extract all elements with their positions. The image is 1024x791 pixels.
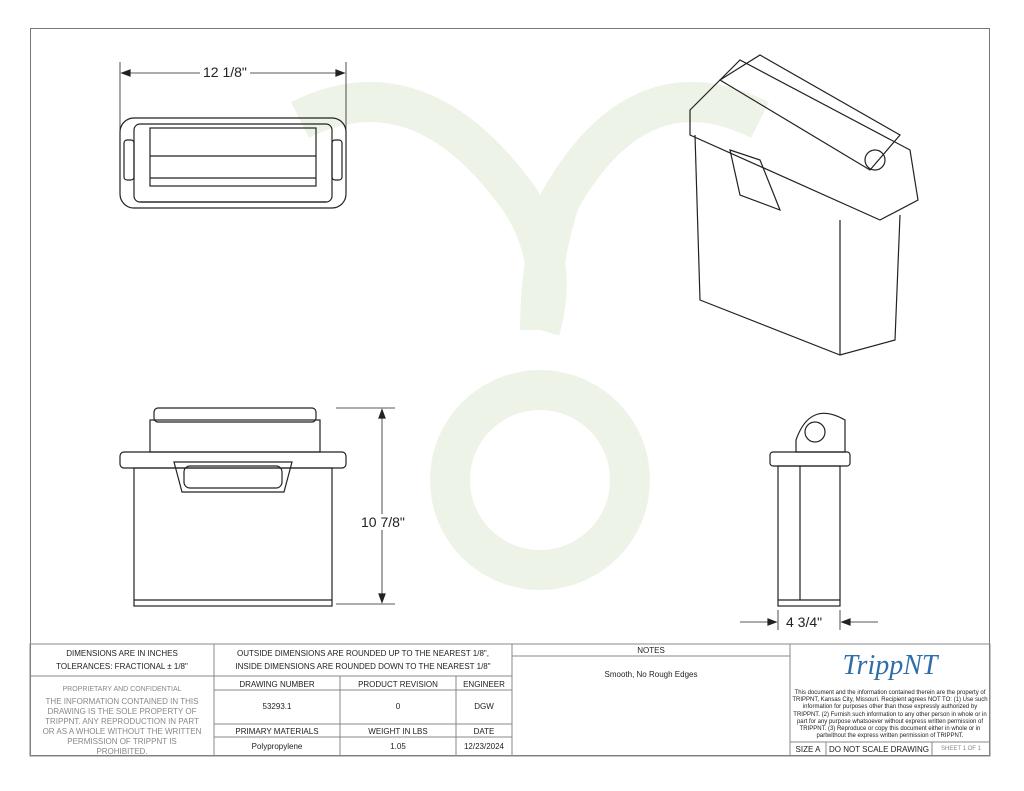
drawing-number: 53293.1 (262, 702, 292, 711)
engineer: DGW (474, 702, 494, 711)
notes-label: NOTES (637, 646, 665, 655)
do-not-scale: DO NOT SCALE DRAWING (828, 745, 929, 754)
weight-label: WEIGHT IN LBS (368, 727, 428, 736)
depth-dimension: 4 3/4" (783, 614, 826, 630)
drawing-number-label: DRAWING NUMBER (239, 680, 315, 689)
outside-rounding: OUTSIDE DIMENSIONS ARE ROUNDED UP TO THE… (237, 649, 489, 658)
primary-materials: Polypropylene (251, 742, 303, 751)
height-dimension: 10 7/8" (358, 514, 408, 530)
top-view (119, 62, 347, 209)
dims-in-inches: DIMENSIONS ARE IN INCHES (66, 649, 178, 658)
product-revision-label: PRODUCT REVISION (358, 680, 438, 689)
title-block-grid (29, 643, 991, 757)
legal-text: This document and the information contai… (792, 690, 988, 740)
product-revision: 0 (395, 702, 401, 711)
engineer-label: ENGINEER (463, 680, 505, 689)
size: SIZE A (795, 745, 821, 754)
weight: 1.05 (390, 742, 406, 751)
isometric-view (689, 54, 919, 356)
primary-materials-label: PRIMARY MATERIALS (235, 727, 319, 736)
watermark-logo (291, 82, 769, 590)
tolerances: TOLERANCES: FRACTIONAL ± 1/8" (56, 662, 188, 671)
width-dimension: 12 1/8" (200, 64, 250, 80)
sheet-number: SHEET 1 OF 1 (941, 746, 981, 752)
trippnt-logo: TrippNT (842, 650, 938, 681)
front-view (119, 407, 395, 607)
proprietary-text: THE INFORMATION CONTAINED IN THIS DRAWIN… (42, 697, 202, 756)
notes: Smooth, No Rough Edges (604, 670, 698, 679)
date: 12/23/2024 (463, 742, 505, 751)
side-view (740, 412, 878, 630)
date-label: DATE (473, 727, 495, 736)
inside-rounding: INSIDE DIMENSIONS ARE ROUNDED DOWN TO TH… (235, 662, 491, 671)
proprietary-heading: PROPRIETARY AND CONFIDENTIAL (62, 686, 182, 693)
